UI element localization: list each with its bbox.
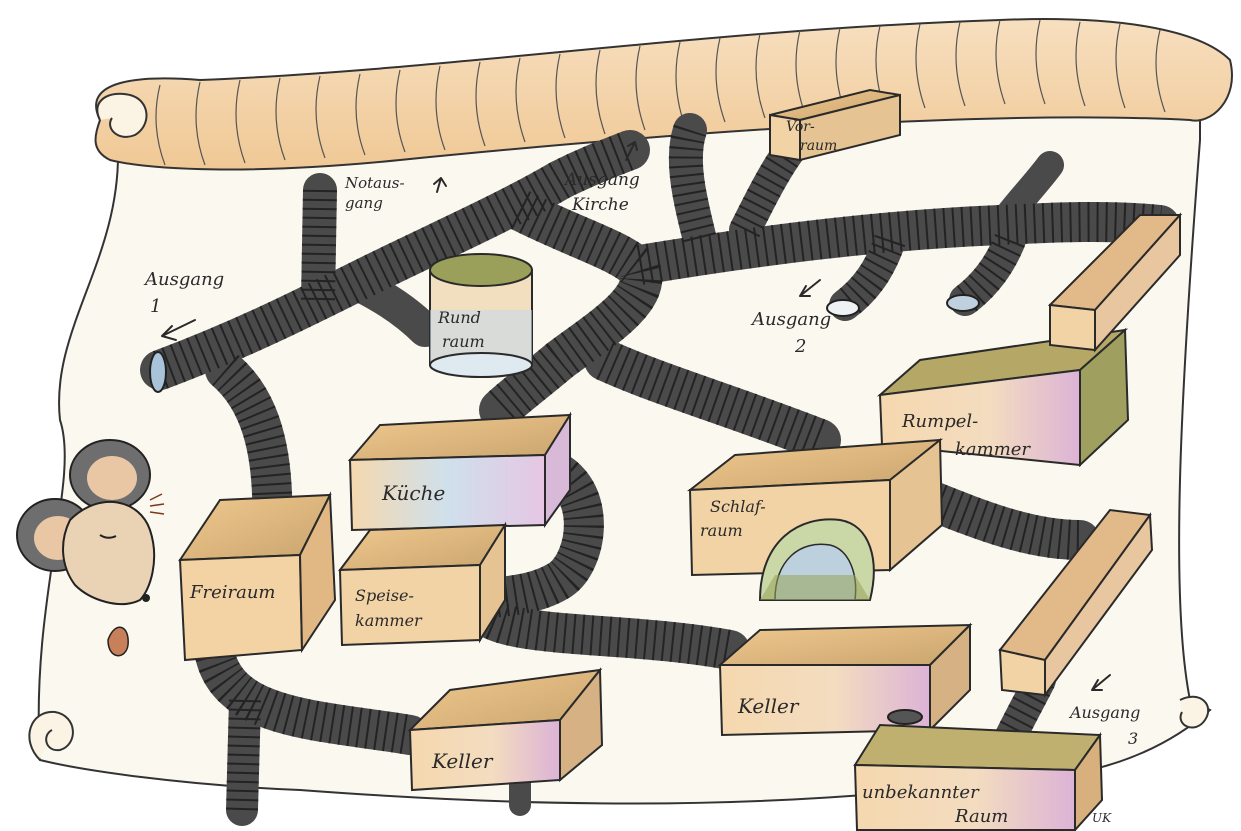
tunnel-opening-ausgang1: [149, 351, 167, 393]
room-unbekannter-raum: [853, 709, 1104, 831]
label-notausgang-line2: gang: [345, 194, 383, 212]
label-notausgang: Notaus-gang: [344, 174, 405, 212]
room-keller-mid: [717, 622, 973, 737]
room-kueche: [347, 411, 572, 532]
label-schlafraum: Schlaf-raum: [700, 497, 766, 540]
label-notausgang-line1: Notaus-: [344, 174, 405, 192]
label-ausgang-3-line2: 3: [1128, 729, 1138, 748]
label-ausgang-2-line1: Ausgang: [750, 309, 831, 330]
arrows: [161, 141, 1111, 691]
tunnel-ne-up: [991, 151, 1064, 234]
mouse-illustration: [16, 439, 165, 657]
arrow-ausgang1: [161, 319, 196, 341]
label-ausgang-1: Ausgang 1: [143, 269, 224, 317]
tunnel-rundraum-branch: [343, 268, 442, 347]
label-vorraum: Vor-raum: [786, 119, 837, 154]
label-rundraum-line2: raum: [442, 332, 485, 351]
scroll-top-roll: [94, 18, 1233, 171]
room-top-right-bar: [1047, 212, 1183, 353]
arrow-ausgang3: [1091, 674, 1111, 691]
room-rundraum: [429, 253, 533, 378]
label-keller-mid: Keller: [737, 694, 800, 718]
tunnel-network: [140, 113, 1180, 826]
mouse-nose: [142, 594, 150, 602]
label-ausgang-1-line1: Ausgang: [143, 269, 224, 290]
rooms: [178, 88, 1183, 831]
room-keller-bottom: [407, 667, 604, 792]
tunnel-opening-ausgang2-a: [826, 299, 860, 317]
arrow-kirche: [625, 141, 638, 161]
label-rumpelkammer-line2: kammer: [955, 439, 1031, 460]
scroll-curl-left: [96, 92, 148, 138]
signature: UK: [1092, 811, 1112, 825]
room-freiraum: [178, 491, 337, 662]
label-ausgang-1-line2: 1: [150, 296, 161, 317]
label-keller-bottom: Keller: [431, 749, 494, 773]
label-freiraum: Freiraum: [189, 582, 276, 603]
label-schlafraum-line1: Schlaf-: [710, 497, 766, 516]
label-unbekannter-raum-line2: Raum: [954, 806, 1008, 827]
mouse-paw: [107, 626, 129, 657]
label-rumpelkammer: Rumpel-kammer: [901, 411, 1031, 460]
label-rundraum-line1: Rund: [437, 308, 481, 327]
room-schlafraum: [686, 437, 944, 601]
mouse-eye: [99, 534, 117, 539]
arrow-ausgang2: [799, 279, 821, 297]
label-speisekammer: Speise-kammer: [355, 586, 423, 630]
room-speisekammer: [337, 521, 507, 647]
label-ausgang-kirche-line1: Ausgang: [563, 170, 640, 190]
label-vorraum-line2: raum: [800, 138, 837, 154]
tunnel-east: [620, 201, 1180, 285]
label-ausgang-2-line2: 2: [794, 336, 806, 357]
mouse-whiskers: [149, 493, 165, 515]
scroll-top-roll-ribs: [155, 19, 1166, 166]
label-rumpelkammer-line1: Rumpel-: [901, 411, 978, 432]
label-schlafraum-line2: raum: [700, 521, 743, 540]
label-ausgang-2: Ausgang 2: [750, 309, 831, 357]
label-vorraum-line1: Vor-: [786, 119, 815, 135]
label-ausgang-kirche-line2: Kirche: [571, 195, 629, 215]
arrow-notausgang: [433, 177, 447, 193]
label-kueche: Küche: [381, 481, 445, 505]
label-rundraum: Rund raum: [437, 308, 485, 351]
tunnel-to-schlafraum: [584, 339, 841, 461]
mouse-ear-inner: [87, 456, 137, 500]
scroll-curl-bottom-left: [28, 710, 74, 761]
tunnel-opening-ausgang2-b: [946, 294, 980, 312]
label-speisekammer-line1: Speise-: [355, 586, 414, 605]
label-unbekannter-raum-line1: unbekannter: [862, 782, 980, 803]
scroll-curl-bottom-right: [1179, 695, 1210, 729]
label-speisekammer-line2: kammer: [355, 611, 423, 630]
mouse-head: [62, 501, 156, 605]
room-vorraum: [769, 88, 901, 162]
label-ausgang-3: Ausgang 3: [1068, 703, 1140, 748]
room-ausgang3-bar: [998, 508, 1154, 699]
label-ausgang-3-line1: Ausgang: [1068, 703, 1140, 722]
